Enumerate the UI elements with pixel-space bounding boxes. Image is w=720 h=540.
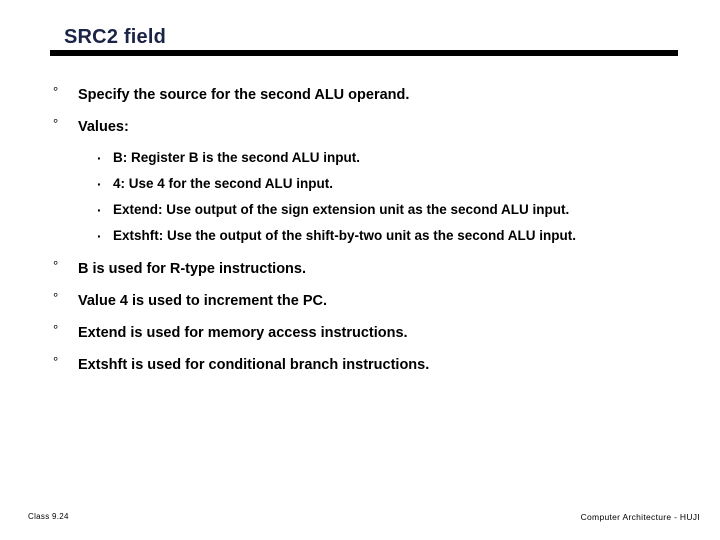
sub-bullet-item: · Extshft: Use the output of the shift-b… — [0, 227, 720, 245]
bullet-marker-degree-icon: ° — [53, 84, 59, 99]
bullet-marker-dot-icon: · — [97, 176, 102, 192]
footer-course-label: Computer Architecture - HUJI — [580, 512, 700, 522]
bullet-item: ° Values: — [0, 116, 720, 137]
bullet-text: Value 4 is used to increment the PC. — [78, 293, 327, 309]
bullet-marker-dot-icon: · — [97, 202, 102, 218]
sub-bullet-text: 4: Use 4 for the second ALU input. — [113, 176, 334, 191]
sub-bullet-item: · 4: Use 4 for the second ALU input. — [0, 175, 720, 193]
title-underline-rule — [50, 50, 678, 56]
sub-bullet-text: B: Register B is the second ALU input. — [113, 150, 361, 165]
bullet-text: Values: — [78, 119, 129, 135]
bullet-item: ° Value 4 is used to increment the PC. — [0, 290, 720, 311]
bullet-marker-degree-icon: ° — [53, 258, 59, 273]
bullet-marker-degree-icon: ° — [53, 116, 59, 131]
sub-bullet-item: · B: Register B is the second ALU input. — [0, 149, 720, 167]
bullet-marker-degree-icon: ° — [53, 354, 59, 369]
sub-bullet-item: · Extend: Use output of the sign extensi… — [0, 201, 720, 219]
bullet-item: ° B is used for R-type instructions. — [0, 258, 720, 279]
bullet-marker-dot-icon: · — [97, 150, 102, 166]
sub-bullet-list: · B: Register B is the second ALU input.… — [0, 149, 720, 245]
slide-body: ° Specify the source for the second ALU … — [0, 84, 720, 387]
bullet-item: ° Specify the source for the second ALU … — [0, 84, 720, 105]
bullet-marker-degree-icon: ° — [53, 322, 59, 337]
bullet-item: ° Extshft is used for conditional branch… — [0, 354, 720, 375]
bullet-text: Extshft is used for conditional branch i… — [78, 357, 430, 373]
bullet-text: Extend is used for memory access instruc… — [78, 325, 408, 341]
bullet-item: ° Extend is used for memory access instr… — [0, 322, 720, 343]
bullet-marker-dot-icon: · — [97, 228, 102, 244]
sub-bullet-text: Extshft: Use the output of the shift-by-… — [113, 228, 576, 243]
sub-bullet-text: Extend: Use output of the sign extension… — [113, 202, 570, 217]
footer-class-label: Class 9.24 — [28, 512, 69, 521]
bullet-text: B is used for R-type instructions. — [78, 261, 306, 277]
bullet-text: Specify the source for the second ALU op… — [78, 87, 410, 103]
page-title: SRC2 field — [64, 26, 167, 48]
bullet-marker-degree-icon: ° — [53, 290, 59, 305]
